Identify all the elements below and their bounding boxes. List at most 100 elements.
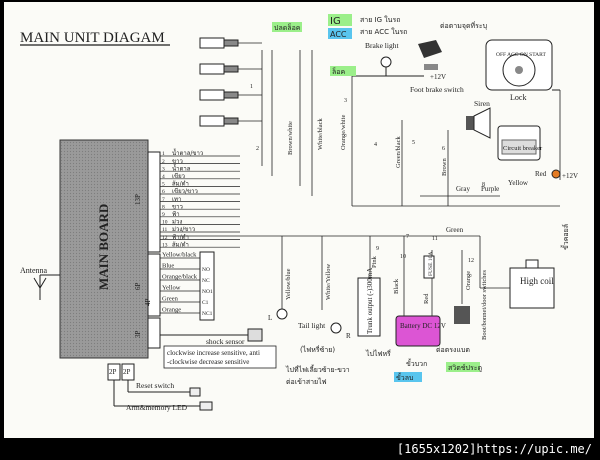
wire-gray: Gray: [456, 185, 470, 193]
tail-light-left-icon: [276, 308, 288, 320]
ignition-positions: OFF ACC ON START: [496, 52, 546, 58]
pin-13p-number: 5: [162, 182, 165, 188]
pin-13p-color: เขียว/ขาว: [172, 187, 198, 195]
wire-brown-white: Brown/white: [287, 121, 294, 155]
hand-bottom-2: ไปที่ไฟเลี้ยวซ้าย-ขวา: [285, 363, 350, 374]
connector-6p-label: 6P: [134, 283, 142, 291]
shock-sensor-icon: [247, 328, 263, 342]
siren-icon: [466, 107, 491, 139]
pin-number: 2: [256, 146, 259, 152]
hand-boot: สวิตช์ประตู: [448, 364, 482, 372]
actuator-plunger: [223, 117, 239, 125]
hand-bottom-1: (ไฟหรี่ซ้าย): [300, 345, 335, 354]
pin-13p-number: 6: [162, 189, 165, 195]
hand-battery-pos: ขั้วบวก: [406, 357, 427, 368]
brake-light-icon: [380, 56, 392, 68]
fuse-label: FUSE 10A: [428, 252, 434, 276]
main-board: [59, 139, 149, 359]
plus-12v-terminal: [551, 169, 561, 179]
pin-13p-number: 7: [162, 197, 165, 203]
foot-brake-switch-icon: [418, 40, 442, 70]
page-title: MAIN UNIT DIAGAM: [20, 30, 165, 46]
relay-pin-label: NC1: [202, 311, 213, 317]
acc-highlight: [328, 28, 352, 39]
relay-pin-label: NO: [202, 267, 210, 273]
wire-white-black: White/black: [317, 117, 324, 150]
pin-number: 8: [482, 182, 485, 188]
wire-yellow-blue: Yellow/blue: [285, 268, 292, 300]
relay-pin-label: C1: [202, 300, 209, 306]
connector-2p-a-label: 2P: [109, 368, 117, 376]
wire-red2: Red: [423, 293, 430, 304]
relay-wire-label: Yellow: [162, 285, 181, 292]
trunk-output-label: Trunk output (-)300mA: [366, 268, 374, 334]
pin-13p-number: 11: [162, 227, 168, 233]
watermark-bar: [1655x1202]https://upic.me/: [0, 440, 600, 460]
antenna-icon: [33, 274, 60, 300]
pin-13p-number: 9: [162, 212, 165, 218]
pin-number: 1: [250, 84, 253, 90]
lock-highlight: [330, 66, 356, 76]
connector-4p-label: 4P: [144, 299, 152, 307]
foot-brake-switch-label: Foot brake switch: [410, 85, 464, 94]
pin-13p-color: เทา: [172, 196, 181, 203]
wire-orange-white: Orange/white: [340, 115, 347, 150]
pin-number: 5: [412, 140, 415, 146]
hand-battery-neg: ขั้วลบ: [396, 371, 413, 382]
connector-3p-label: 3P: [134, 331, 142, 339]
high-coil-label-1: High coil: [520, 276, 554, 286]
wire-green-black: Green/black: [395, 135, 402, 168]
pin-number: 12: [468, 258, 474, 264]
led-icon: [199, 401, 213, 411]
shock-sensor-label: shock sensor: [206, 337, 245, 346]
door-lock-actuators-group: [199, 37, 262, 127]
arm-led-label: Arm&memory LED: [126, 403, 188, 412]
pin-13p-color: ส้ม/ดำ: [172, 181, 189, 188]
actuator-motor-icon: [199, 63, 225, 75]
tail-light-r: R: [346, 332, 351, 340]
pin-13p-number: 12: [162, 235, 168, 241]
hand-note-1: สาย IG ในรถ: [360, 15, 400, 24]
pin-13p-number: 8: [162, 204, 165, 210]
antenna-label: Antenna: [20, 266, 48, 275]
reset-switch-icon: [189, 387, 201, 397]
pin-number: 11: [432, 236, 438, 242]
hand-bottom-3: ต่อเข้าสายไฟ: [286, 377, 327, 386]
connector-6p: [147, 253, 161, 317]
actuator-plunger: [223, 91, 239, 99]
pin-13p-color: ฟ้า/ดำ: [172, 234, 189, 241]
pin-13p-color: น้ำตาล/ขาว: [172, 147, 203, 157]
wire-red: Red: [535, 170, 547, 178]
tail-light-right-icon: [330, 322, 342, 334]
pin-13p-number: 2: [162, 159, 165, 165]
wire-green: Green: [446, 226, 464, 234]
boot-highlight: [446, 362, 480, 372]
pin-13p-color: ม่วง: [172, 219, 182, 226]
battery-neg-highlight: [394, 372, 422, 382]
watermark-text: [1655x1202]https://upic.me/: [396, 442, 592, 456]
pin-13p-number: 1: [162, 151, 165, 157]
hand-note-2: สาย ACC ในรถ: [360, 27, 407, 36]
pin-13p-color: ม่วง/ขาว: [172, 226, 195, 233]
actuator-plunger: [223, 65, 239, 73]
battery: [395, 315, 441, 347]
connector-3p: [147, 317, 161, 349]
pin-13p-number: 3: [162, 166, 165, 172]
relay-terminal-block: [199, 251, 215, 321]
hand-pink-label: ไปไฟหรี่: [365, 349, 391, 358]
pin-number: 4: [374, 142, 377, 148]
tail-light-label: Tail light: [298, 321, 326, 330]
sensitivity-note-box: [163, 345, 277, 369]
reset-switch-label: Reset switch: [136, 381, 174, 390]
wire-yellow: Yellow: [508, 179, 529, 187]
unlock-highlight: [272, 22, 302, 32]
pin-13p-color: ส้ม/ดำ: [172, 241, 189, 248]
pin-13p-color: เขียว: [172, 172, 185, 180]
pin-13p-color: ขาว: [172, 203, 183, 210]
hand-lock: ล็อค: [332, 67, 345, 76]
wire-orange: Orange: [465, 271, 472, 290]
wire-pink: Pink: [371, 255, 378, 268]
lock-label: Lock: [510, 93, 526, 102]
